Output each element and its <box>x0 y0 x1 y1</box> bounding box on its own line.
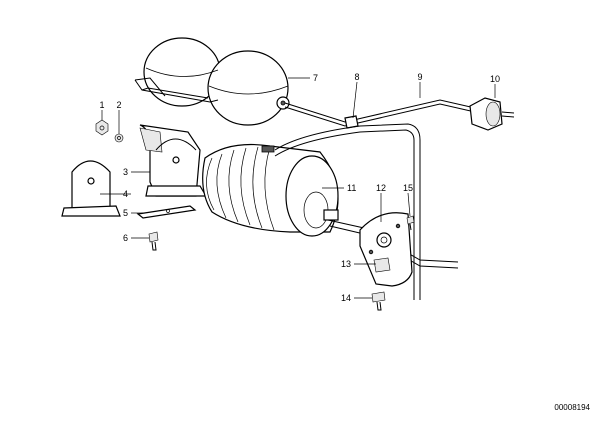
callout-7: 7 <box>313 73 318 83</box>
callout-10: 10 <box>490 74 500 84</box>
mounting-strip <box>136 205 197 219</box>
callout-11: 11 <box>347 183 356 193</box>
callout-9: 9 <box>417 72 422 82</box>
callout-labels: 1 2 3 4 5 6 7 8 9 10 11 12 13 14 15 <box>99 72 500 303</box>
small-bolt <box>406 215 415 231</box>
support-bracket <box>139 124 208 197</box>
pressure-spheres <box>134 37 290 126</box>
valve-connector <box>469 97 515 131</box>
callout-15: 15 <box>403 183 413 193</box>
clip <box>373 257 391 273</box>
callout-12: 12 <box>376 183 386 193</box>
callout-8: 8 <box>354 72 359 82</box>
screw <box>371 291 386 311</box>
callout-14: 14 <box>341 293 351 303</box>
callout-2: 2 <box>116 100 121 110</box>
callout-1: 1 <box>99 100 104 110</box>
callout-13: 13 <box>341 259 351 269</box>
support-bracket-front <box>61 160 121 217</box>
leader-lines <box>100 77 496 299</box>
callout-3: 3 <box>123 167 128 177</box>
callout-4: 4 <box>123 189 128 199</box>
callout-5: 5 <box>123 208 128 218</box>
callout-6: 6 <box>123 233 128 243</box>
mounting-plate <box>359 212 413 287</box>
document-number: 00008194 <box>554 403 590 412</box>
pressure-reservoir <box>202 143 339 237</box>
bolt <box>148 231 159 251</box>
